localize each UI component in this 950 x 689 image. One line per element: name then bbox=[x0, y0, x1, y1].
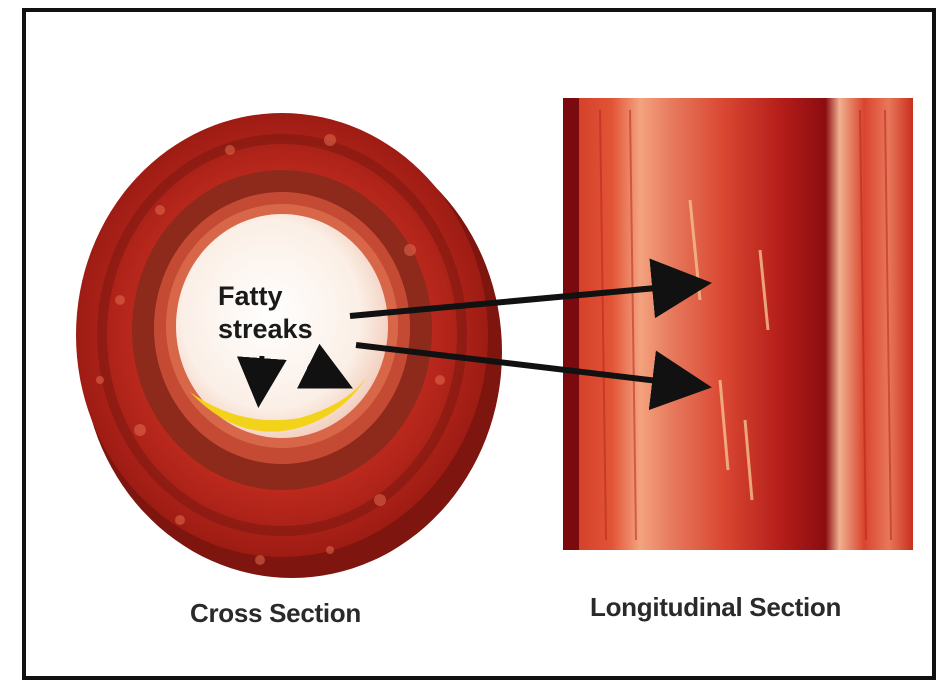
arrow-to-deposit-left bbox=[259, 356, 262, 398]
longitudinal-outer-edge bbox=[563, 98, 579, 550]
fatty-label-line1: Fatty bbox=[218, 280, 313, 313]
longitudinal-section-caption: Longitudinal Section bbox=[590, 592, 841, 623]
fatty-label-line2: streaks bbox=[218, 313, 313, 346]
cross-section-caption: Cross Section bbox=[190, 598, 361, 629]
fatty-streaks-label: Fatty streaks bbox=[218, 280, 313, 346]
longitudinal-section-artery bbox=[563, 98, 913, 550]
